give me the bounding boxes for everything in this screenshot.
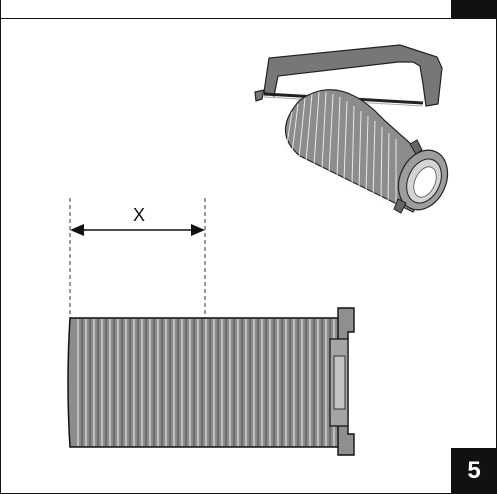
dimension-x-label: X (133, 205, 145, 225)
dimension-marker (69, 198, 206, 318)
top-rule (0, 0, 497, 19)
corrugated-tube-icon (285, 89, 449, 214)
step-number: 5 (467, 457, 481, 484)
step-number-badge: 5 (451, 448, 497, 494)
left-border (0, 0, 1, 494)
tube-side-view (67, 307, 355, 456)
top-black-tab (451, 0, 497, 19)
